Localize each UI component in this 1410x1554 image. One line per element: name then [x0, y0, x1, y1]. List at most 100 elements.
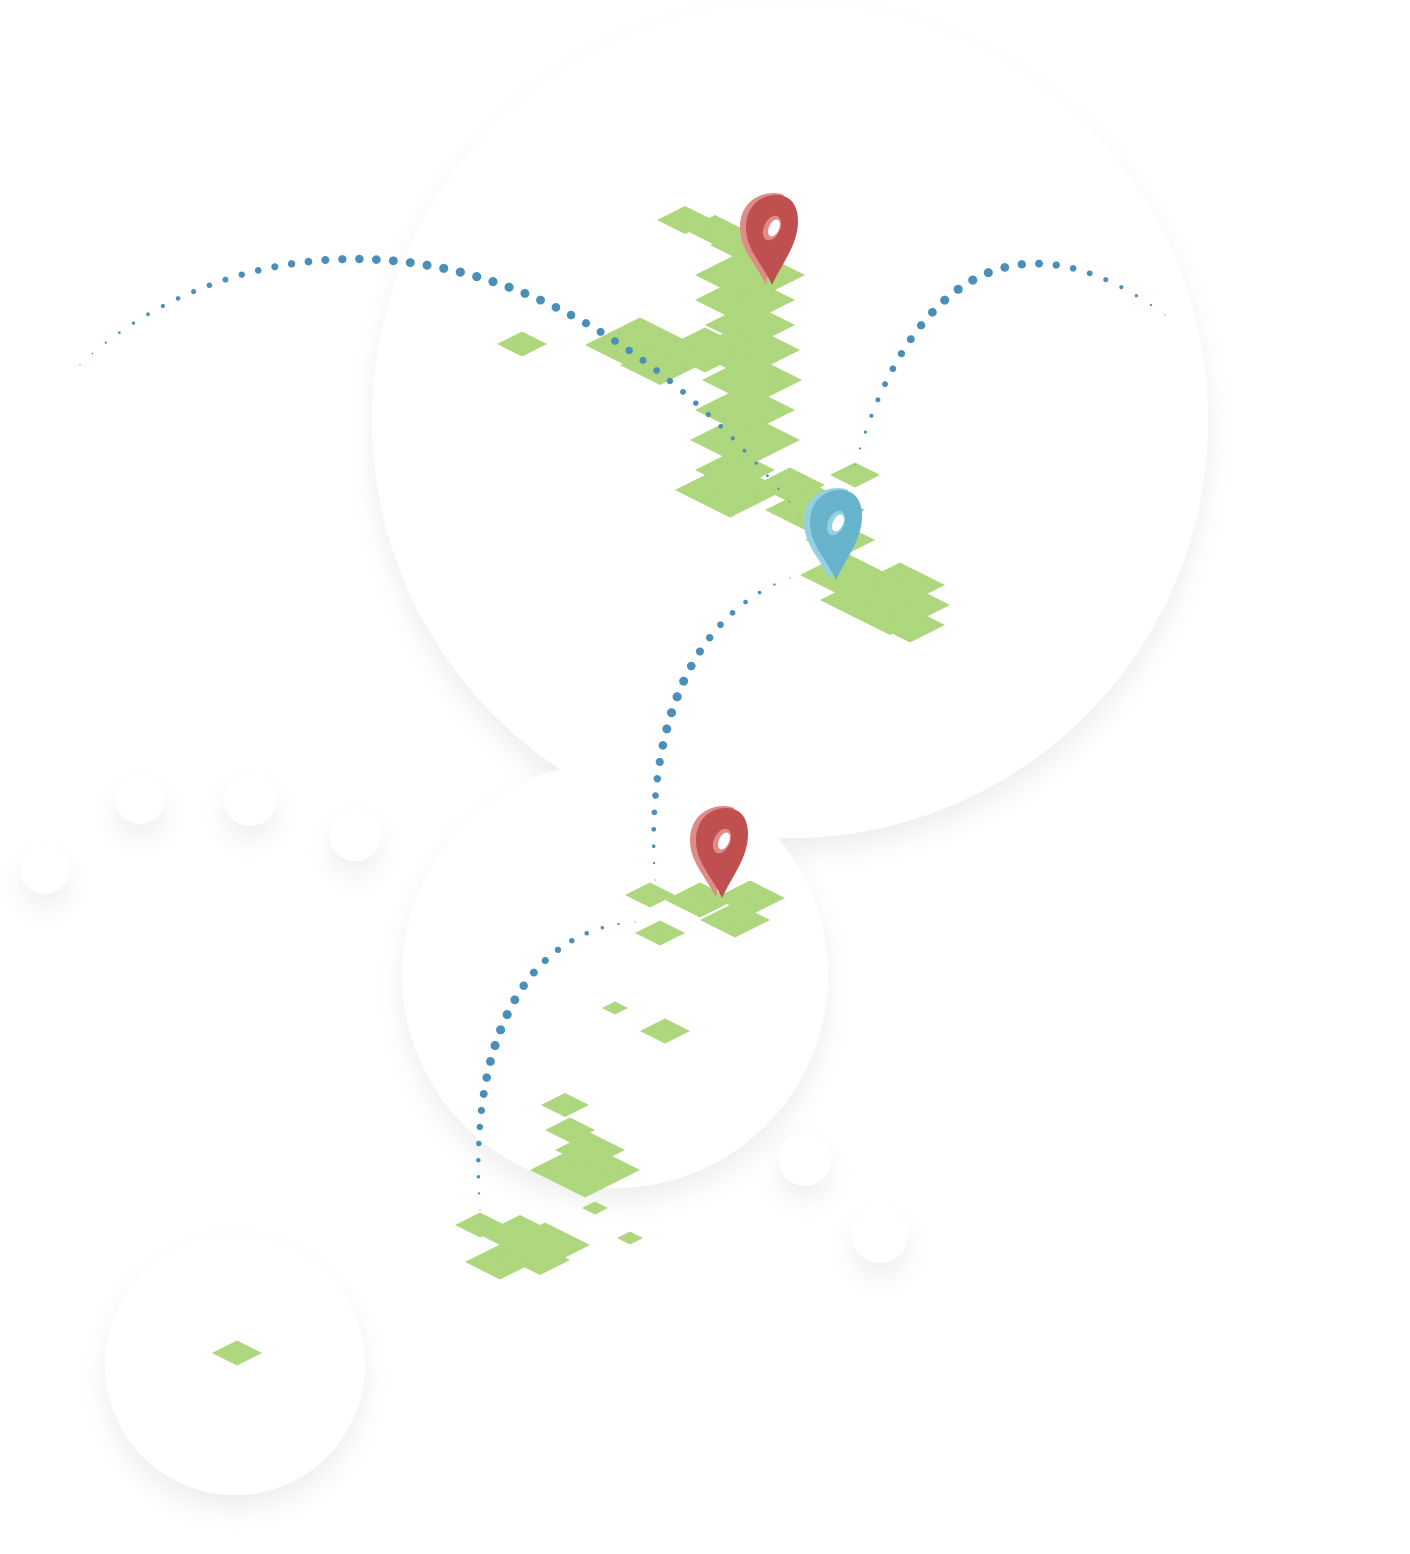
route-dot [875, 397, 881, 403]
route-dot [191, 288, 197, 295]
map-pin-icon [740, 193, 798, 285]
route-dot [504, 282, 514, 292]
route-dot [488, 277, 498, 287]
route-dot [519, 981, 528, 990]
land-masses [212, 206, 950, 1366]
route-dot [476, 1175, 481, 1179]
route-dot [680, 388, 686, 395]
route-dot [666, 708, 677, 718]
land-tile [675, 462, 785, 518]
route-dot [222, 276, 229, 283]
route-dot [854, 464, 856, 466]
land-tile [635, 920, 685, 946]
route-dot [117, 331, 121, 334]
route-dot [372, 255, 381, 264]
route-dot [658, 741, 668, 750]
land-tile [617, 1231, 643, 1245]
route-dot [554, 946, 562, 954]
route-dot [596, 327, 605, 336]
route-dot [490, 1040, 500, 1051]
land-tile [212, 1340, 262, 1366]
route-dot [206, 282, 213, 289]
map-pin-icon [804, 488, 862, 580]
route-dot [863, 430, 868, 434]
land-tile [602, 1001, 628, 1015]
route-dot [889, 365, 897, 373]
route-dot [160, 303, 165, 309]
dot-circle [329, 809, 381, 861]
red-pin-north[interactable] [740, 193, 798, 285]
route-dot [600, 925, 605, 930]
route-dot [695, 647, 704, 656]
route-dot [479, 1090, 488, 1098]
route-dot [1164, 314, 1166, 316]
route-dot [717, 621, 724, 629]
circle-large [372, 2, 1208, 838]
land-tile [582, 1201, 608, 1215]
land-tile [541, 1093, 589, 1117]
route-dot [476, 1157, 481, 1163]
dot-circle [852, 1207, 908, 1263]
blue-pin-center[interactable] [804, 488, 862, 580]
route-dot [940, 295, 950, 305]
route-dot [510, 995, 520, 1005]
route-dot [777, 487, 780, 490]
route-dot [476, 1123, 484, 1131]
route-dot [655, 757, 664, 767]
route-dot [175, 296, 181, 301]
land-tile [640, 1018, 690, 1044]
route-dot [355, 254, 364, 264]
route-dot [476, 1140, 482, 1147]
route-dot [1134, 294, 1138, 298]
route-dot [91, 352, 94, 355]
route-dot [651, 809, 658, 816]
route-dot [482, 1073, 491, 1082]
route-dot [788, 500, 791, 503]
route-dot [927, 307, 937, 317]
route-dot [729, 609, 736, 616]
route-dot [581, 319, 591, 328]
map-pin-icon [690, 806, 748, 898]
route-dot [617, 922, 620, 926]
route-dot [551, 302, 561, 312]
route-dot [1086, 270, 1093, 277]
route-dot [653, 367, 660, 374]
route-dot [502, 1009, 512, 1020]
route-dot [541, 956, 549, 965]
route-dot [529, 968, 538, 977]
route-dot [495, 1025, 506, 1035]
route-dot [773, 583, 776, 586]
route-dot [405, 258, 415, 268]
land-tile [497, 331, 547, 357]
route-dot [916, 321, 926, 330]
route-dot [1035, 259, 1043, 268]
route-dot [705, 633, 714, 642]
route-dot [477, 1106, 486, 1115]
land-tile [530, 1142, 640, 1198]
route-dot [146, 312, 150, 317]
land-tile [875, 607, 945, 643]
route-dot [566, 310, 576, 320]
land-tile [820, 580, 900, 620]
route-dot [520, 288, 530, 298]
route-dot [718, 424, 724, 429]
route-dot [766, 474, 769, 478]
route-dot [789, 577, 791, 579]
land-tile [690, 412, 800, 468]
red-pin-south[interactable] [690, 806, 748, 898]
route-dot [953, 284, 963, 294]
route-dot [472, 271, 482, 282]
route-dot [1149, 303, 1153, 307]
route-dot [1119, 285, 1124, 290]
route-dot [654, 879, 656, 881]
route-dot [651, 826, 657, 832]
route-dot [653, 774, 662, 783]
route-dot [652, 861, 656, 865]
route-dot [639, 356, 647, 364]
route-dot [754, 461, 758, 465]
route-dot [486, 1057, 495, 1066]
route-dot [104, 341, 107, 344]
route-dot [968, 275, 978, 285]
land-tile [465, 1244, 535, 1280]
